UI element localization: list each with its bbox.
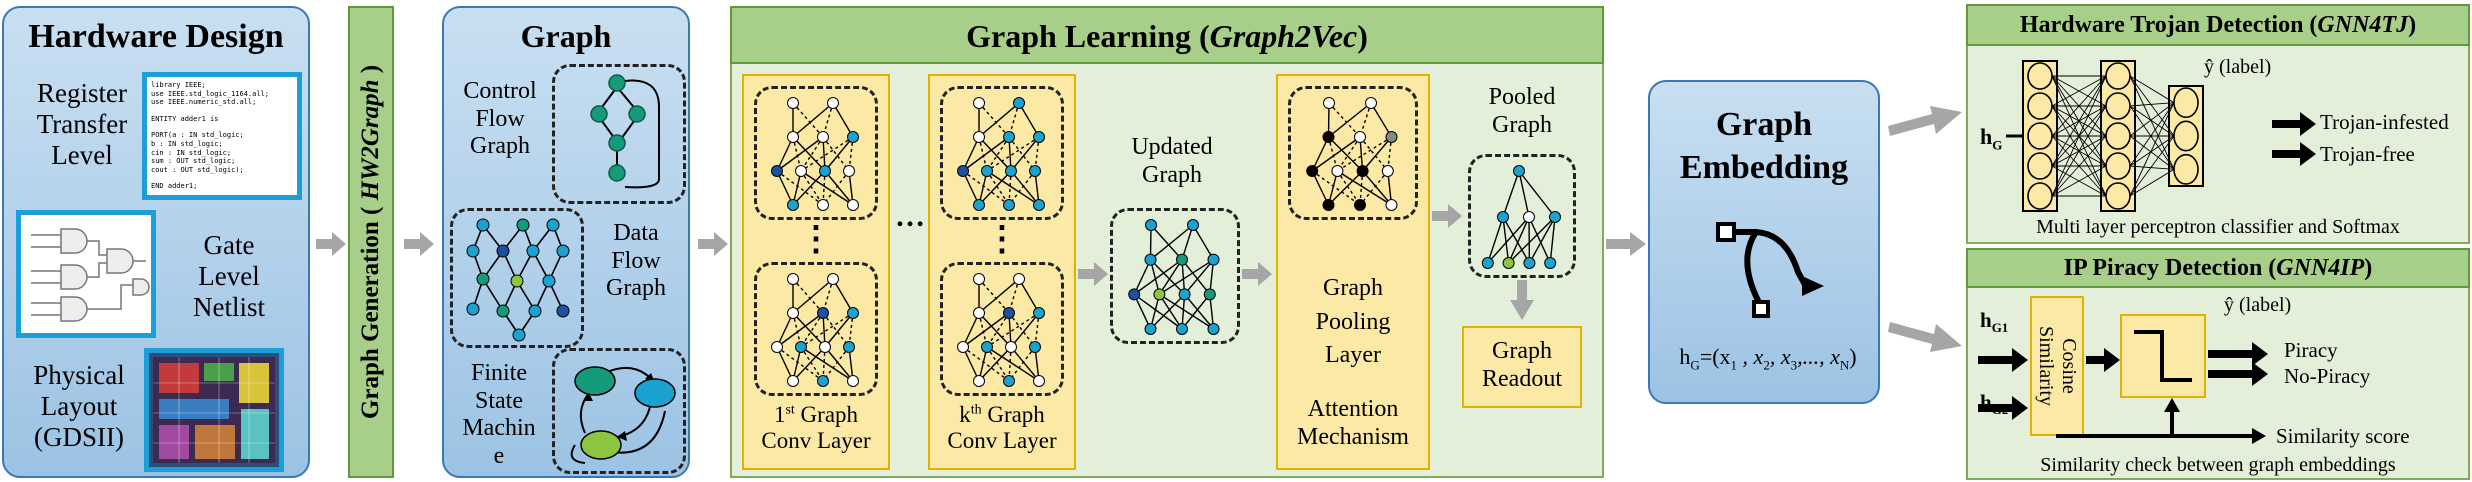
fsm-label: Finite State Machin e [462,360,536,469]
graph-embedding-title: Graph Embedding [1679,106,1849,186]
similarity-score-arrows [2056,398,2266,444]
piracy-panel: IP Piracy Detection (GNN4IP) hG1 hG2 Cos… [1966,248,2470,480]
mlp-network [2006,60,2204,212]
trojan-output-arrows [2272,112,2316,166]
physical-layout-label: Physical Layout (GDSII) [33,360,125,453]
arrow-hw-to-gen [316,232,346,256]
conv1-label: 1st Graph Conv Layer [761,402,871,454]
convk-label: kth Graph Conv Layer [947,402,1057,454]
conv-layer-1: ⋮ 1st Graph Conv Layer [742,74,890,470]
trojan-out-free: Trojan-free [2320,142,2415,166]
graph-readout-box: Graph Readout [1462,326,1582,408]
trojan-title: Hardware Trojan Detection (GNN4TJ) [2019,12,2417,38]
pooling-graph-box [1288,86,1418,220]
piracy-output-arrows [2208,342,2268,386]
trojan-caption: Multi layer perceptron classifier and So… [2036,216,2400,238]
piracy-out-similarity: Similarity score [2276,424,2410,448]
updated-graph-box [1110,208,1240,344]
pooling-label: Graph Pooling Layer [1315,275,1391,369]
cosine-similarity-label: Cosine Similarity [2035,326,2080,406]
trojan-header: Hardware Trojan Detection (GNN4TJ) [1966,4,2470,46]
fsm-graph-box [552,348,686,474]
updated-graph-label: Updated Graph [1131,134,1213,188]
rtl-label: Register Transfer Level [36,78,128,171]
arrow-pooling-to-pooled [1432,204,1462,228]
piracy-out-nopiracy: No-Piracy [2284,364,2371,388]
conv1-vertical-dots: ⋮ [799,221,833,258]
dfg-graph-box [450,208,584,348]
piracy-yhat: ŷ (label) [2224,294,2292,316]
pooling-layer: Graph Pooling Layer Attention Mechanism [1276,74,1430,470]
graph-panel: Graph Control Flow Graph Data Flow Graph… [442,6,690,478]
arrow-gen-to-graph [404,232,434,256]
horizontal-dots: … [895,200,925,233]
graph-embedding-panel: Graph Embedding hG=(x1 , x2, x3,..., xN) [1648,80,1880,404]
convk-vertical-dots: ⋮ [985,221,1019,258]
gate-netlist-thumbnail [16,210,156,338]
trojan-out-infested: Trojan-infested [2320,110,2449,134]
arrow-embedding-to-trojan [1888,106,1962,136]
arrow-conv-to-updated [1078,262,1108,286]
arrow-updated-to-pooling [1242,262,1272,286]
arrow-learning-to-embedding [1606,232,1646,256]
pooled-graph-box [1468,154,1576,278]
arrow-graph-to-learning [698,232,728,256]
piracy-input-hg1: hG1 [1980,308,2009,336]
graph-title: Graph [520,18,612,54]
dfg-label: Data Flow Graph [606,220,666,302]
hardware-design-panel: Hardware Design Register Transfer Level … [2,6,310,478]
hardware-design-title: Hardware Design [28,18,284,55]
embedding-formula: hG=(x1 , x2, x3,..., xN) [1679,344,1857,373]
step-function-box [2120,314,2206,398]
arrow-pooled-to-readout [1510,280,1534,320]
step-function-icon [2134,330,2192,382]
rtl-code-thumbnail: library IEEE; use IEEE.std_logic_1164.al… [142,72,302,200]
trojan-yhat: ŷ (label) [2204,56,2272,78]
convk-graph-bottom [940,262,1064,396]
conv1-graph-top [754,86,878,220]
arrow-embedding-to-piracy [1888,322,1962,352]
cfg-label: Control Flow Graph [463,78,537,160]
graph-readout-label: Graph Readout [1482,338,1562,392]
piracy-title: IP Piracy Detection (GNN4IP) [2063,255,2373,281]
graph-learning-header: Graph Learning (Graph2Vec) [730,6,1604,64]
conv1-graph-bottom [754,262,878,396]
trojan-input-hg: hG [1980,124,2003,153]
graph-learning-panel: Graph Learning (Graph2Vec) ⋮ 1st Graph C… [730,6,1604,478]
hw2graph-label: Graph Generation ( HW2Graph ) [357,64,384,420]
vector-curve-icon [1716,222,1824,318]
conv-layer-k: ⋮ kth Graph Conv Layer [928,74,1076,470]
piracy-out-piracy: Piracy [2284,338,2338,362]
cosine-similarity-box: Cosine Similarity [2030,296,2084,436]
physical-layout-thumbnail [144,348,284,472]
attention-label: Attention Mechanism [1297,396,1409,450]
piracy-header: IP Piracy Detection (GNN4IP) [1966,248,2470,288]
gate-level-label: Gate Level Netlist [193,230,265,323]
convk-graph-top [940,86,1064,220]
pooled-graph-label: Pooled Graph [1488,84,1556,138]
cosine-to-step-arrow [2086,348,2120,372]
hw2graph-bar: Graph Generation ( HW2Graph ) [348,6,394,478]
graph-learning-title: Graph Learning (Graph2Vec) [966,18,1368,54]
trojan-panel: Hardware Trojan Detection (GNN4TJ) hG ŷ … [1966,4,2470,244]
piracy-input-arrows [1978,348,2028,420]
cfg-graph-box [552,64,686,204]
piracy-caption: Similarity check between graph embedding… [2040,454,2396,476]
